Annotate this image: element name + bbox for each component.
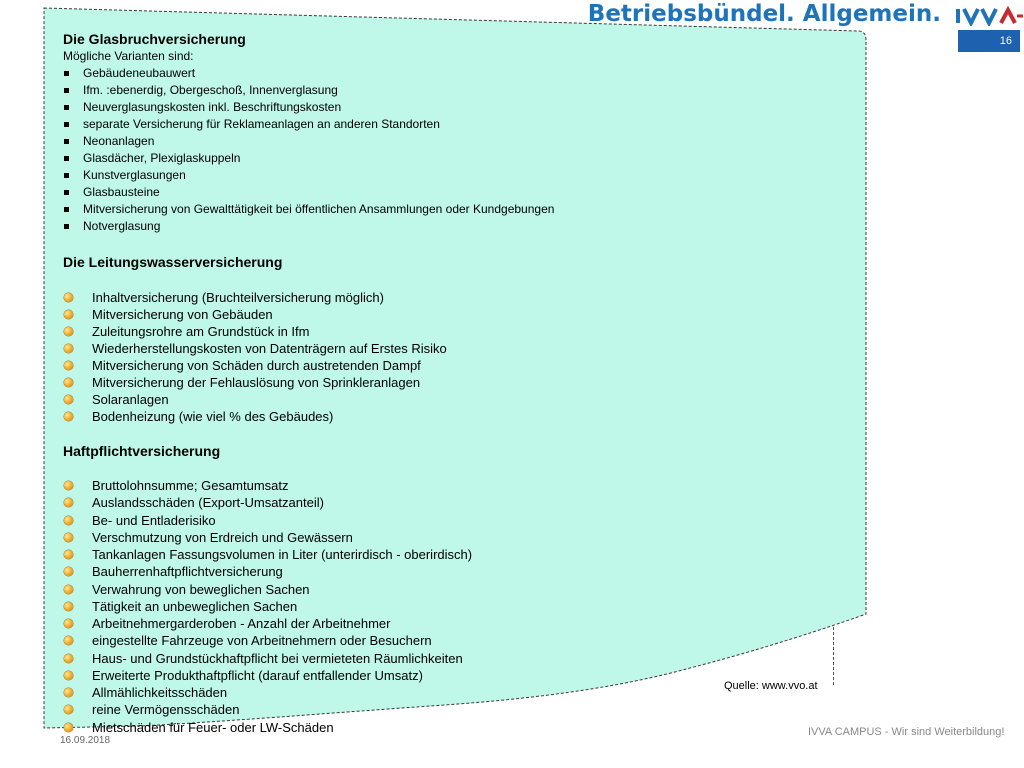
list-item-text: Haus- und Grundstückhaftpflicht bei verm… — [92, 650, 463, 666]
list-item-text: Mietschäden für Feuer- oder LW-Schäden — [92, 719, 334, 735]
list-item-text: Bauherrenhaftpflichtversicherung — [92, 564, 283, 580]
ivva-logo — [956, 6, 1023, 26]
list-item-text: Mitversicherung der Fehlauslösung von Sp… — [92, 375, 421, 390]
list-item-text: Inhaltversicherung (Bruchteilversicherun… — [92, 290, 384, 305]
haftpflicht-heading: Haftpflichtversicherung — [63, 443, 221, 459]
list-item-text: Kunstverglasungen — [83, 168, 186, 182]
square-bullet-icon — [64, 156, 69, 161]
list-item-text: Tankanlagen Fassungsvolumen in Liter (un… — [92, 547, 473, 562]
square-bullet-icon — [64, 173, 69, 178]
square-bullet-icon — [64, 71, 69, 76]
round-bullet-icon — [64, 327, 73, 336]
footer-campus: IVVA CAMPUS - Wir sind Weiterbildung! — [808, 726, 1005, 738]
square-bullet-icon — [64, 139, 69, 144]
square-bullet-icon — [64, 190, 69, 195]
list-item-text: Be- und Entladerisiko — [92, 512, 216, 528]
list-item-text: Verschmutzung von Erdreich und Gewässern — [92, 529, 353, 545]
round-bullet-icon — [64, 532, 73, 542]
list-item-text: Auslandsschäden (Export-Umsatzanteil) — [92, 495, 324, 511]
list-item-text: Tätigkeit an unbeweglichen Sachen — [92, 598, 298, 614]
round-bullet-icon — [64, 395, 73, 404]
square-bullet-icon — [64, 224, 69, 229]
list-item-text: Erweiterte Produkthaftpflicht (darauf en… — [92, 667, 423, 683]
round-bullet-icon — [64, 688, 73, 697]
list-item-text: Mitversicherung von Gebäuden — [92, 307, 273, 322]
list-item-text: Glasdächer, Plexiglaskuppeln — [83, 151, 241, 165]
round-bullet-icon — [64, 481, 73, 490]
round-bullet-icon — [64, 378, 73, 387]
round-bullet-icon — [64, 722, 73, 732]
square-bullet-icon — [64, 122, 69, 127]
list-item-text: Ifm. :ebenerdig, Obergeschoß, Innenvergl… — [83, 83, 338, 97]
round-bullet-icon — [64, 550, 73, 559]
round-bullet-icon — [64, 515, 73, 525]
list-item-text: Notverglasung — [83, 219, 161, 233]
list-item-text: Glasbausteine — [83, 185, 160, 199]
list-item-text: Neuverglasungskosten inkl. Beschriftungs… — [83, 100, 342, 114]
round-bullet-icon — [64, 601, 73, 611]
square-bullet-icon — [64, 88, 69, 93]
list-item-text: Wiederherstellungskosten von Datenträger… — [92, 341, 447, 356]
list-item-text: Solaranlagen — [92, 392, 169, 407]
round-bullet-icon — [64, 361, 73, 370]
list-item-text: Mitversicherung von Gewalttätigkeit bei … — [83, 202, 555, 216]
round-bullet-icon — [64, 705, 73, 715]
round-bullet-icon — [64, 567, 73, 577]
round-bullet-icon — [64, 619, 73, 628]
source-divider — [833, 627, 834, 685]
list-item-text: separate Versicherung für Reklameanlagen… — [83, 117, 440, 131]
slide-title: Betriebsbündel. Allgemein. — [587, 1, 941, 27]
list-item-text: Gebäudeneubauwert — [83, 66, 196, 80]
round-bullet-icon — [64, 293, 73, 302]
list-item-text: Verwahrung von beweglichen Sachen — [92, 581, 310, 597]
list-item-text: Neonanlagen — [83, 134, 155, 148]
footer-date: 16.09.2018 — [60, 735, 111, 746]
round-bullet-icon — [64, 310, 73, 319]
list-item-text: Bodenheizung (wie viel % des Gebäudes) — [92, 409, 334, 424]
slide-number-badge: 16 — [958, 30, 1020, 52]
round-bullet-icon — [64, 584, 73, 594]
round-bullet-icon — [64, 636, 73, 646]
list-item-text: Allmählichkeitsschäden — [92, 685, 228, 700]
glasbruch-heading: Die Glasbruchversicherung — [63, 31, 246, 47]
glasbruch-subtitle: Mögliche Varianten sind: — [63, 49, 194, 63]
round-bullet-icon — [64, 344, 73, 353]
list-item-text: Zuleitungsrohre am Grundstück in Ifm — [92, 324, 310, 339]
list-item-text: reine Vermögensschäden — [92, 702, 240, 718]
source-note: Quelle: www.vvo.at — [724, 680, 818, 692]
round-bullet-icon — [64, 653, 73, 663]
square-bullet-icon — [64, 105, 69, 110]
list-item-text: Arbeitnehmergarderoben - Anzahl der Arbe… — [92, 616, 391, 631]
square-bullet-icon — [64, 207, 69, 212]
list-item-text: eingestellte Fahrzeuge von Arbeitnehmern… — [92, 633, 432, 649]
round-bullet-icon — [64, 412, 73, 421]
list-item-text: Mitversicherung von Schäden durch austre… — [92, 358, 421, 373]
list-item-text: Bruttolohnsumme; Gesamtumsatz — [92, 478, 289, 493]
leitungswasser-heading: Die Leitungswasserversicherung — [63, 254, 283, 270]
round-bullet-icon — [64, 670, 73, 680]
round-bullet-icon — [64, 498, 73, 508]
